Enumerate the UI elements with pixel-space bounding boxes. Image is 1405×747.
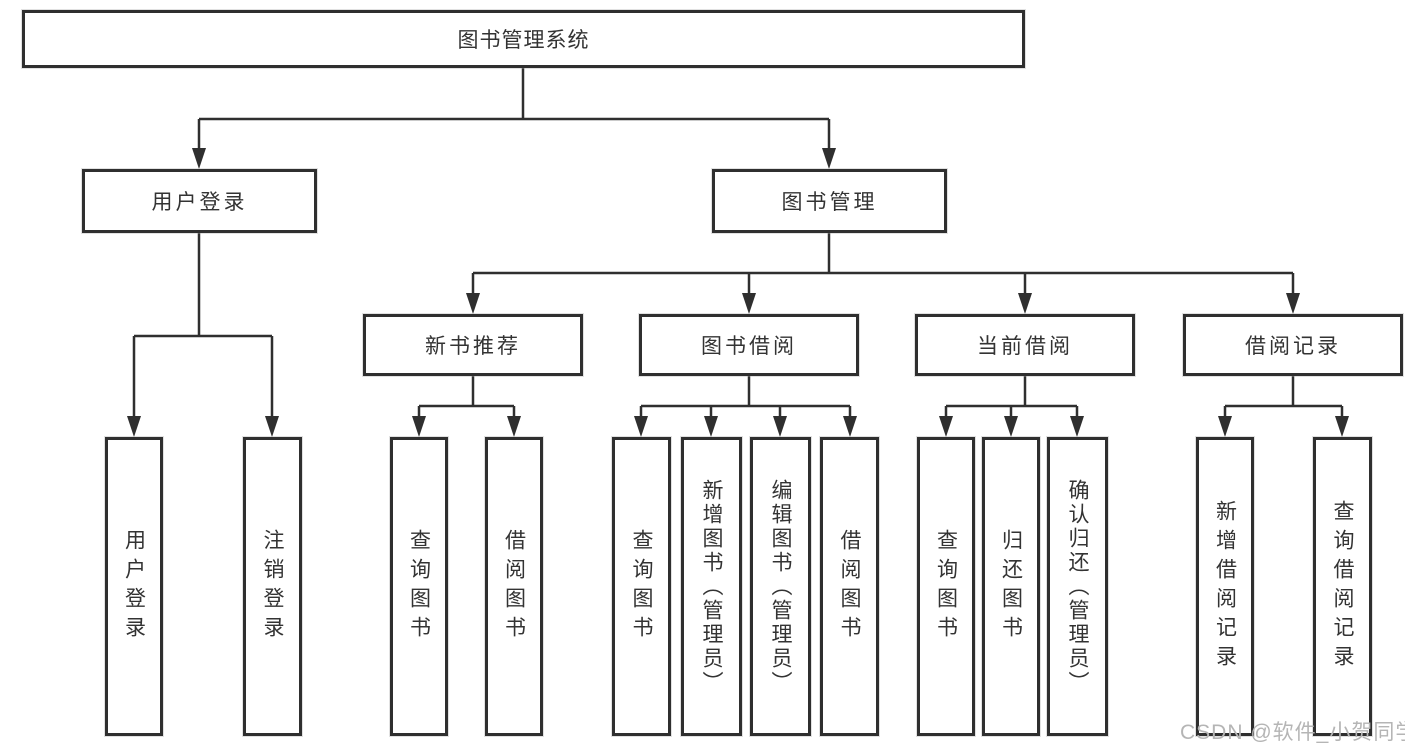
node-leaf-current-query-books: 查询图书: [917, 437, 975, 736]
node-label: 借阅记录: [1245, 335, 1341, 358]
node-label: 新增图书（管理员）: [700, 478, 723, 695]
node-leaf-borrowing-query-books: 查询图书: [612, 437, 671, 736]
node-label: 图书管理系统: [457, 29, 590, 52]
watermark: CSDN @软件_小贺同学: [1180, 721, 1405, 744]
node-label: 查询图书: [934, 528, 958, 645]
node-label: 当前借阅: [977, 335, 1073, 358]
connector-new-book-recommend-to-leaves: [412, 376, 521, 437]
node-book-management: 图书管理: [712, 169, 947, 233]
node-book-borrowing: 图书借阅: [639, 314, 859, 376]
node-label: 查询图书: [407, 528, 431, 645]
node-user-login: 用户登录: [82, 169, 317, 233]
node-leaf-user-login: 用户登录: [105, 437, 163, 736]
connector-book-borrowing-to-leaves: [634, 376, 857, 437]
connector-current-borrowing-to-leaves: [939, 376, 1084, 437]
node-leaf-return-books: 归还图书: [982, 437, 1040, 736]
node-label: 确认归还（管理员）: [1066, 478, 1089, 695]
node-leaf-recommend-query-books: 查询图书: [390, 437, 448, 736]
connector-book-management-to-level3: [466, 233, 1300, 314]
node-label: 归还图书: [999, 528, 1023, 645]
node-label: 用户登录: [122, 528, 146, 645]
node-label: 新增借阅记录: [1213, 499, 1237, 674]
connector-root-to-level2: [192, 68, 836, 169]
node-label: 图书借阅: [701, 335, 797, 358]
node-leaf-recommend-borrow-books: 借阅图书: [485, 437, 543, 736]
node-label: 查询借阅记录: [1331, 499, 1354, 674]
node-new-book-recommend: 新书推荐: [363, 314, 583, 376]
node-label: 借阅图书: [502, 528, 526, 645]
node-current-borrowing: 当前借阅: [915, 314, 1135, 376]
connector-borrowing-records-to-leaves: [1218, 376, 1349, 437]
node-label: 图书管理: [781, 191, 878, 214]
node-label: 查询图书: [630, 528, 653, 645]
node-leaf-edit-books-admin: 编辑图书（管理员）: [750, 437, 811, 736]
node-label: 新书推荐: [425, 335, 521, 358]
node-library-management-system: 图书管理系统: [22, 10, 1025, 68]
node-leaf-confirm-return-admin: 确认归还（管理员）: [1047, 437, 1108, 736]
node-label: 用户登录: [151, 191, 248, 214]
node-leaf-logout: 注销登录: [243, 437, 302, 736]
node-leaf-query-borrow-record: 查询借阅记录: [1313, 437, 1372, 736]
node-label: 编辑图书（管理员）: [769, 478, 792, 695]
node-label: 注销登录: [261, 528, 284, 645]
node-borrowing-records: 借阅记录: [1183, 314, 1403, 376]
node-leaf-add-borrow-record: 新增借阅记录: [1196, 437, 1254, 736]
node-leaf-borrowing-borrow-books: 借阅图书: [820, 437, 879, 736]
connector-user-login-to-leaves: [127, 233, 279, 437]
node-label: 借阅图书: [838, 528, 861, 645]
node-leaf-add-books-admin: 新增图书（管理员）: [681, 437, 742, 736]
